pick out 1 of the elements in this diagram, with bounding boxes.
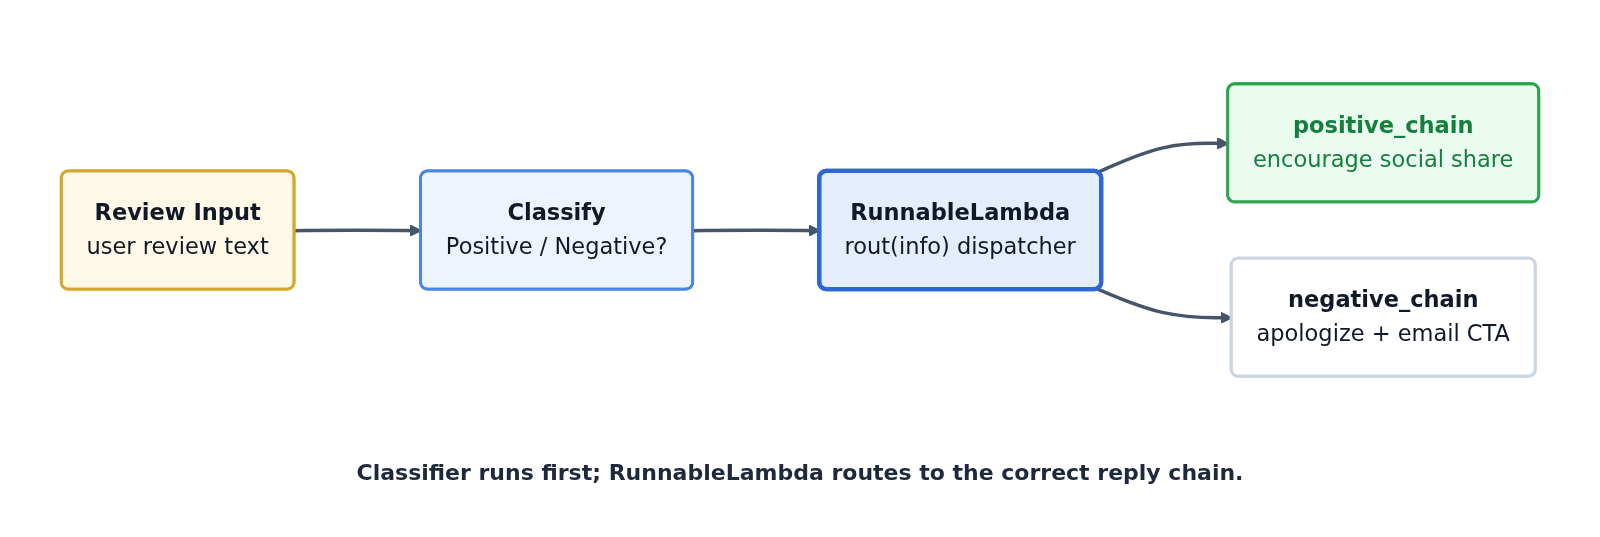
caption: Classifier runs first; RunnableLambda routes to the correct reply chain. (355, 460, 1245, 485)
